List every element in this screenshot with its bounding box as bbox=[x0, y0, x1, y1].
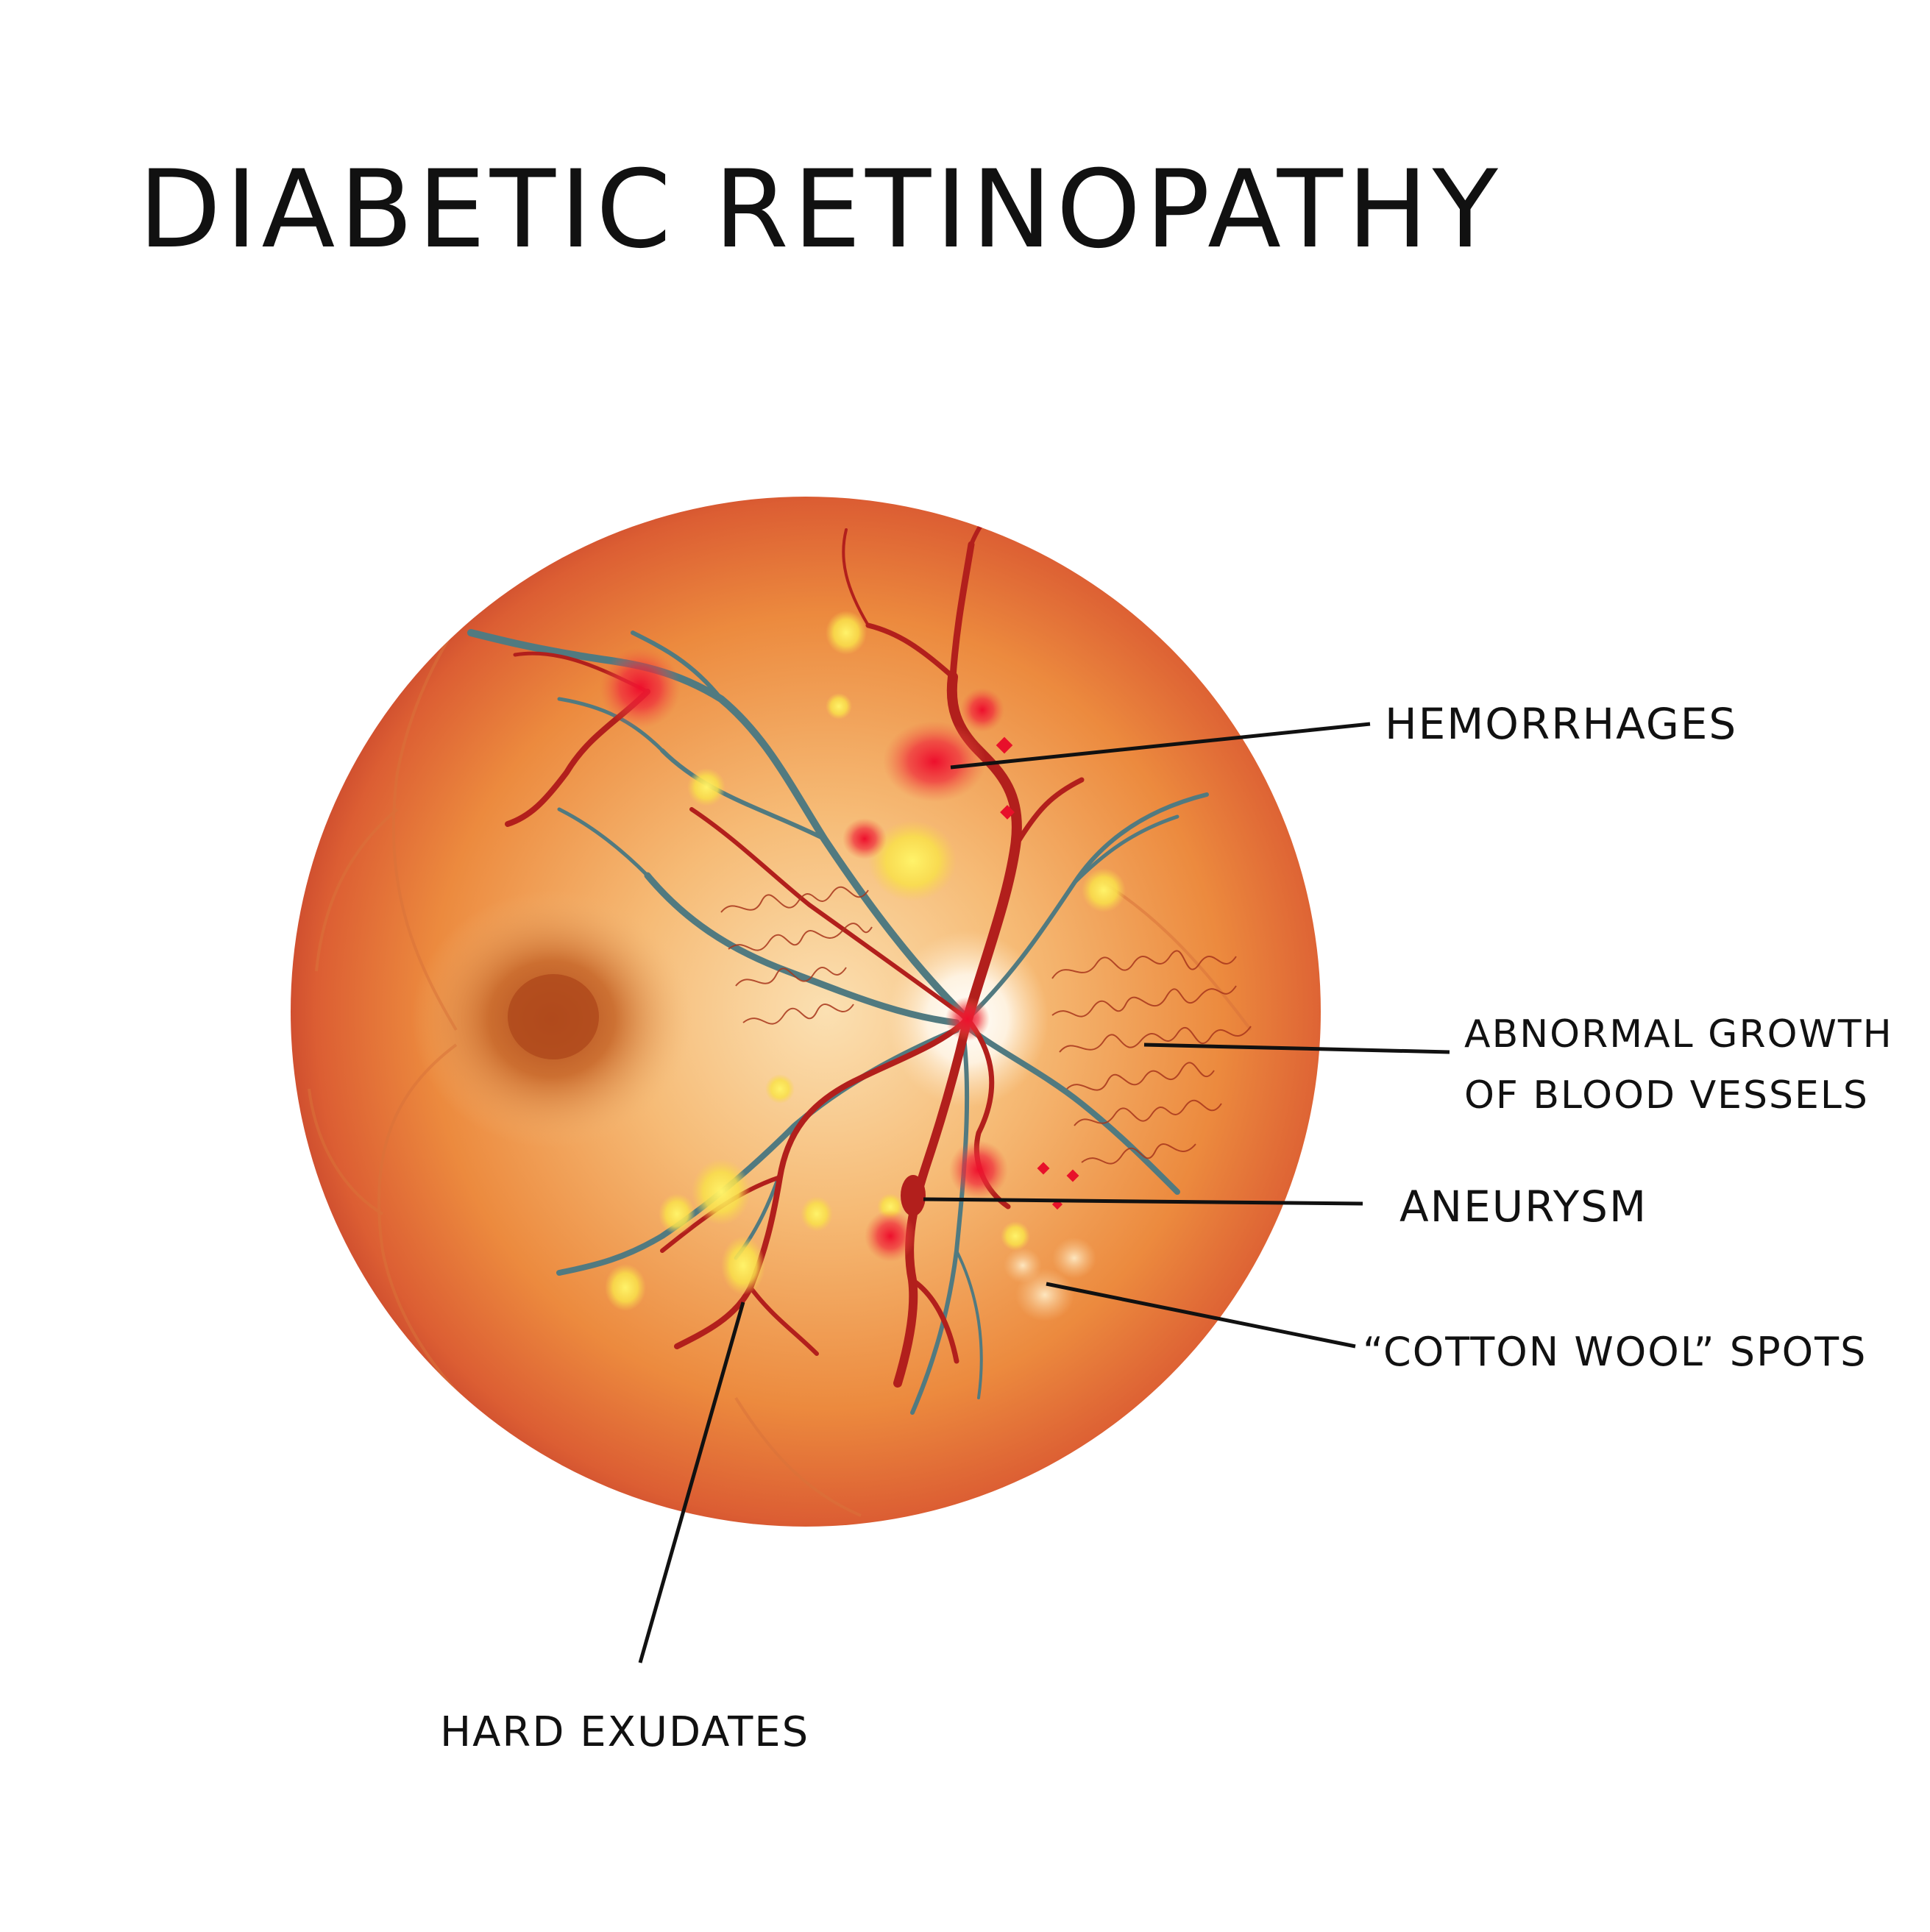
label-hemorrhages-text: HEMORRHAGES bbox=[1385, 699, 1738, 749]
neovascular-cluster bbox=[720, 886, 1252, 1165]
macula-center bbox=[508, 974, 599, 1059]
page-title: DIABETIC RETINOPATHY bbox=[138, 147, 1503, 272]
label-aneurysm: ANEURYSM bbox=[1399, 1180, 1647, 1234]
label-cotton-wool-text: “COTTON WOOL” SPOTS bbox=[1363, 1329, 1867, 1375]
label-hard-exudates: HARD EXUDATES bbox=[440, 1707, 809, 1758]
label-abnormal-growth-line1: ABNORMAL GROWTH bbox=[1464, 1012, 1893, 1056]
cotton-wool-spots bbox=[1004, 1237, 1096, 1321]
arteries bbox=[505, 497, 1085, 1388]
label-abnormal-growth: ABNORMAL GROWTH OF BLOOD VESSELS bbox=[1464, 1004, 1893, 1126]
faint-vessels bbox=[308, 602, 1252, 1517]
label-hard-exudates-text: HARD EXUDATES bbox=[440, 1708, 810, 1756]
aneurysm-bulge bbox=[901, 1175, 926, 1216]
hemorrhages bbox=[600, 647, 1079, 1262]
leader-lines bbox=[638, 722, 1450, 1663]
label-abnormal-growth-line2: OF BLOOD VESSELS bbox=[1464, 1073, 1869, 1118]
veins bbox=[467, 629, 1209, 1415]
label-aneurysm-text: ANEURYSM bbox=[1399, 1182, 1648, 1232]
label-hemorrhages: HEMORRHAGES bbox=[1385, 697, 1737, 751]
label-cotton-wool: “COTTON WOOL” SPOTS bbox=[1363, 1327, 1867, 1377]
